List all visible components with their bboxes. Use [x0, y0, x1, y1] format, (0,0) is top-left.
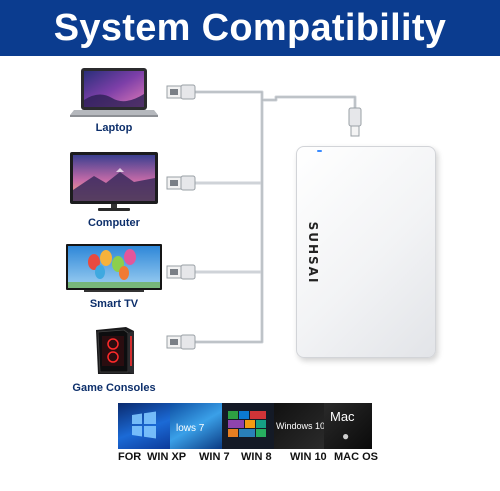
- monitor-icon: [70, 152, 158, 211]
- device-label-laptop: Laptop: [95, 122, 133, 134]
- os-labels: FOR WIN XP WIN 7 WIN 8 WIN 10 MAC OS: [118, 451, 388, 465]
- os-label-win-10: WIN 10: [290, 451, 327, 463]
- device-label-smart-tv: Smart TV: [89, 298, 139, 310]
- activity-led: [317, 150, 322, 152]
- os-tile-mac-os: Mac ●: [324, 403, 372, 449]
- device-label-game-consoles: Game Consoles: [72, 382, 156, 394]
- apple-icon: ●: [342, 429, 350, 443]
- gaming-pc-icon: [96, 327, 134, 374]
- laptop-icon: [70, 68, 158, 117]
- os-tile-text-win-10: Windows 10: [276, 421, 324, 431]
- os-label-win-8: WIN 8: [241, 451, 272, 463]
- device-computer: Computer: [54, 150, 174, 230]
- os-tile-win-10: Windows 10: [274, 403, 324, 449]
- os-tile-text-mac: Mac: [330, 409, 355, 424]
- metro-tiles-icon: [228, 411, 266, 437]
- os-tile-win-7: lows 7: [170, 403, 222, 449]
- tv-icon: [66, 244, 162, 292]
- external-hard-drive: SUHSAI: [296, 146, 436, 358]
- os-tiles: lows 7 Windows 10 Mac ●: [118, 403, 372, 449]
- drive-brand: SUHSAI: [306, 221, 320, 285]
- banner-title: System Compatibility: [53, 6, 447, 49]
- device-label-computer: Computer: [88, 217, 140, 229]
- os-label-mac-os: MAC OS: [334, 451, 378, 463]
- os-label-win-7: WIN 7: [199, 451, 230, 463]
- device-game-console: Game Consoles: [54, 326, 174, 398]
- windows-logo-icon: [132, 411, 156, 439]
- os-tile-win-xp: [118, 403, 170, 449]
- os-prefix: FOR: [118, 451, 142, 463]
- os-tile-text-win-7: lows 7: [176, 423, 205, 434]
- os-tile-win-8: [222, 403, 274, 449]
- device-laptop: Laptop: [54, 66, 174, 136]
- title-banner: System Compatibility: [0, 0, 500, 56]
- os-label-win-xp: WIN XP: [147, 451, 187, 463]
- micro-usb-plug: [348, 107, 362, 137]
- device-smart-tv: Smart TV: [54, 242, 174, 310]
